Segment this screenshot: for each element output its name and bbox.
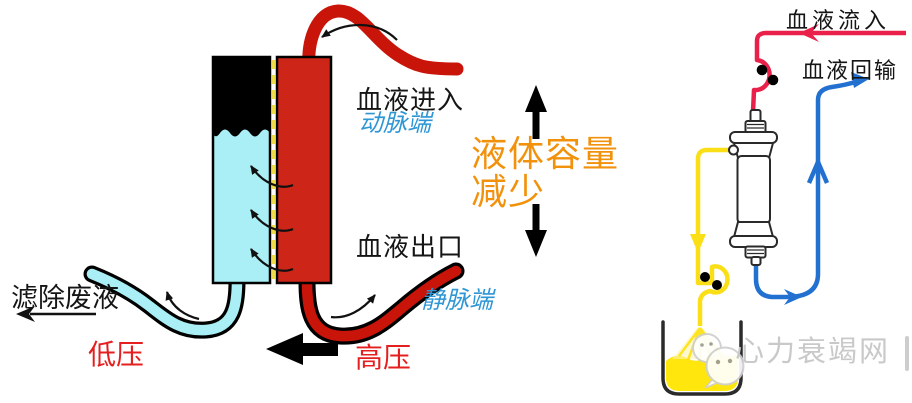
dialyzer-bottom-stem xyxy=(750,256,762,266)
dialyzer-body xyxy=(736,155,771,224)
watermark-text: 心力衰竭网 xyxy=(735,336,891,368)
blood-inlet-tube xyxy=(302,4,464,76)
left-arrowhead-icon xyxy=(799,24,819,42)
dialyzer-bottom-thread xyxy=(744,245,767,259)
right-arrowhead-icon xyxy=(784,289,802,305)
right-arrowhead-icon xyxy=(851,72,869,88)
flow-arrow-icon xyxy=(330,294,376,319)
membrane-arrow-icon xyxy=(250,165,294,188)
pump-roller-icon xyxy=(756,64,768,76)
blood-inflow-label: 血液流入 xyxy=(786,8,891,33)
pump-roller-icon xyxy=(700,272,710,282)
high-pressure-label: 高压 xyxy=(355,343,412,374)
ultrafiltrate-line xyxy=(690,147,733,326)
air-gap-black xyxy=(213,57,270,137)
up-chevron-icon xyxy=(806,156,830,184)
filter-unit xyxy=(211,55,333,285)
blood-out-label: 血液出口 xyxy=(356,233,465,262)
blood-in-label: 血液进入 xyxy=(356,86,465,115)
waste-label: 滤除废液 xyxy=(11,283,119,313)
pressure-gradient-arrow-icon xyxy=(266,333,338,365)
pump-roller-icon xyxy=(712,280,722,290)
volume-change-arrow xyxy=(525,85,547,257)
blood-compartment xyxy=(275,55,333,285)
dialyzer xyxy=(728,109,778,266)
dialyzer-top-cap xyxy=(729,131,778,144)
fluid-volume-line1: 液体容量 xyxy=(471,134,620,174)
dialyzer-bottom-collar xyxy=(732,221,775,238)
blood-inflow-line xyxy=(750,24,906,113)
left-arrowhead-icon xyxy=(16,306,35,322)
down-arrowhead-icon xyxy=(690,234,706,253)
beaker-outline xyxy=(661,320,743,396)
membrane-arrow-icon xyxy=(250,209,294,232)
low-pressure-label: 低压 xyxy=(88,340,145,371)
blood-return-label: 血液回输 xyxy=(802,58,899,83)
venous-end-label: 静脉端 xyxy=(421,288,493,314)
flow-arrow-icon xyxy=(165,291,200,321)
down-arrowhead-icon xyxy=(525,230,547,257)
membrane-arrow-icon xyxy=(250,248,294,272)
ultrafiltration-arrows xyxy=(250,165,294,272)
waste-direction-arrow xyxy=(16,306,96,322)
watermark-logo xyxy=(692,333,745,389)
pump-roller-icon xyxy=(767,74,779,86)
blood-return-line xyxy=(753,72,869,305)
dialysate-port xyxy=(728,144,739,156)
up-arrowhead-icon xyxy=(525,85,547,112)
flow-arrow-icon xyxy=(321,23,398,41)
blood-outlet-tube xyxy=(298,262,465,345)
fluid-volume-label: 液体容量 减少 xyxy=(471,134,620,212)
arterial-end-label: 动脉端 xyxy=(359,111,431,137)
waste-outlet-tube xyxy=(83,265,246,339)
dialyzer-bottom-cap xyxy=(729,235,778,248)
fluid-volume-line2: 减少 xyxy=(471,171,546,212)
